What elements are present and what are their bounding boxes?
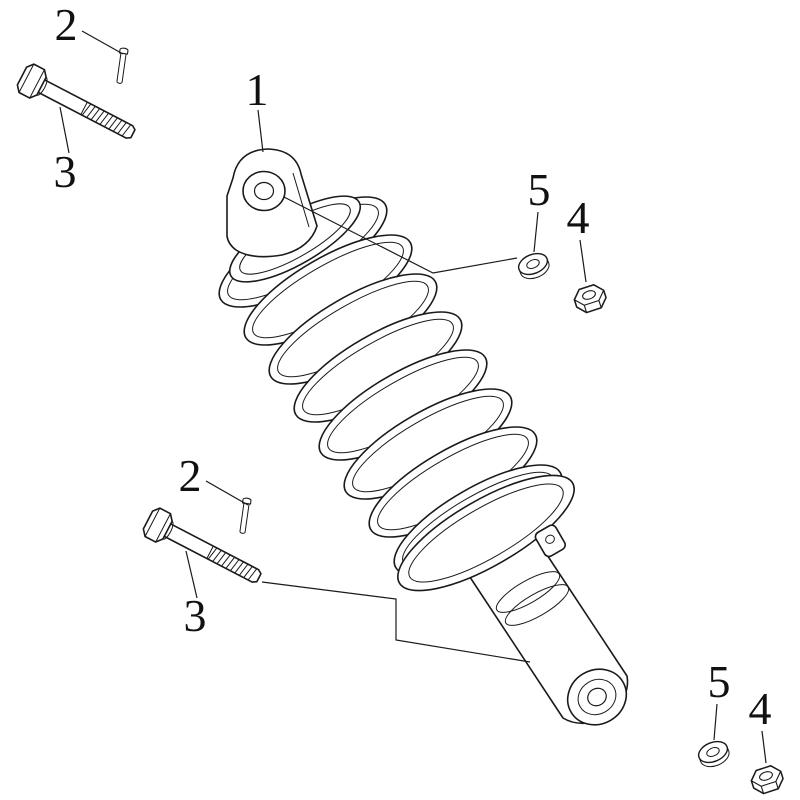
bolt-top — [13, 61, 142, 149]
leader-washer-top — [533, 211, 539, 253]
leader-axis-top — [283, 196, 518, 274]
callout-nut-top: 4 — [567, 192, 590, 243]
washer-top — [514, 248, 553, 284]
callout-washer-bottom: 5 — [708, 656, 731, 707]
callout-labels: 2 3 1 5 4 2 3 5 4 — [54, 0, 772, 734]
body-seam — [495, 571, 570, 626]
callout-washer-top: 5 — [528, 164, 551, 215]
leader-bolt-top — [59, 106, 70, 154]
body-tab — [534, 524, 566, 558]
leader-shock — [257, 109, 264, 153]
nut-top — [571, 281, 610, 316]
callout-pin-top: 2 — [55, 0, 78, 50]
upper-clevis-mount — [226, 148, 318, 258]
callout-nut-bottom: 4 — [749, 683, 772, 734]
shock-absorber-drawing — [218, 148, 629, 726]
washer-bottom — [694, 736, 733, 772]
callout-shock: 1 — [246, 64, 269, 115]
lower-spring-seat — [397, 474, 575, 592]
leader-pin-top — [81, 30, 124, 55]
callout-pin-mid: 2 — [179, 450, 202, 501]
lower-eyelet — [566, 668, 628, 726]
leader-washer-bottom — [713, 703, 718, 741]
leader-axis-mid — [261, 581, 531, 663]
leader-nut-top — [579, 239, 587, 283]
nut-bottom — [748, 762, 787, 797]
callout-bolt-mid: 3 — [184, 590, 207, 641]
leader-pin-mid — [205, 480, 249, 506]
leader-lines — [59, 30, 767, 764]
leader-nut-bottom — [761, 730, 767, 764]
leader-bolt-mid — [185, 550, 198, 599]
callout-bolt-top: 3 — [54, 146, 77, 197]
